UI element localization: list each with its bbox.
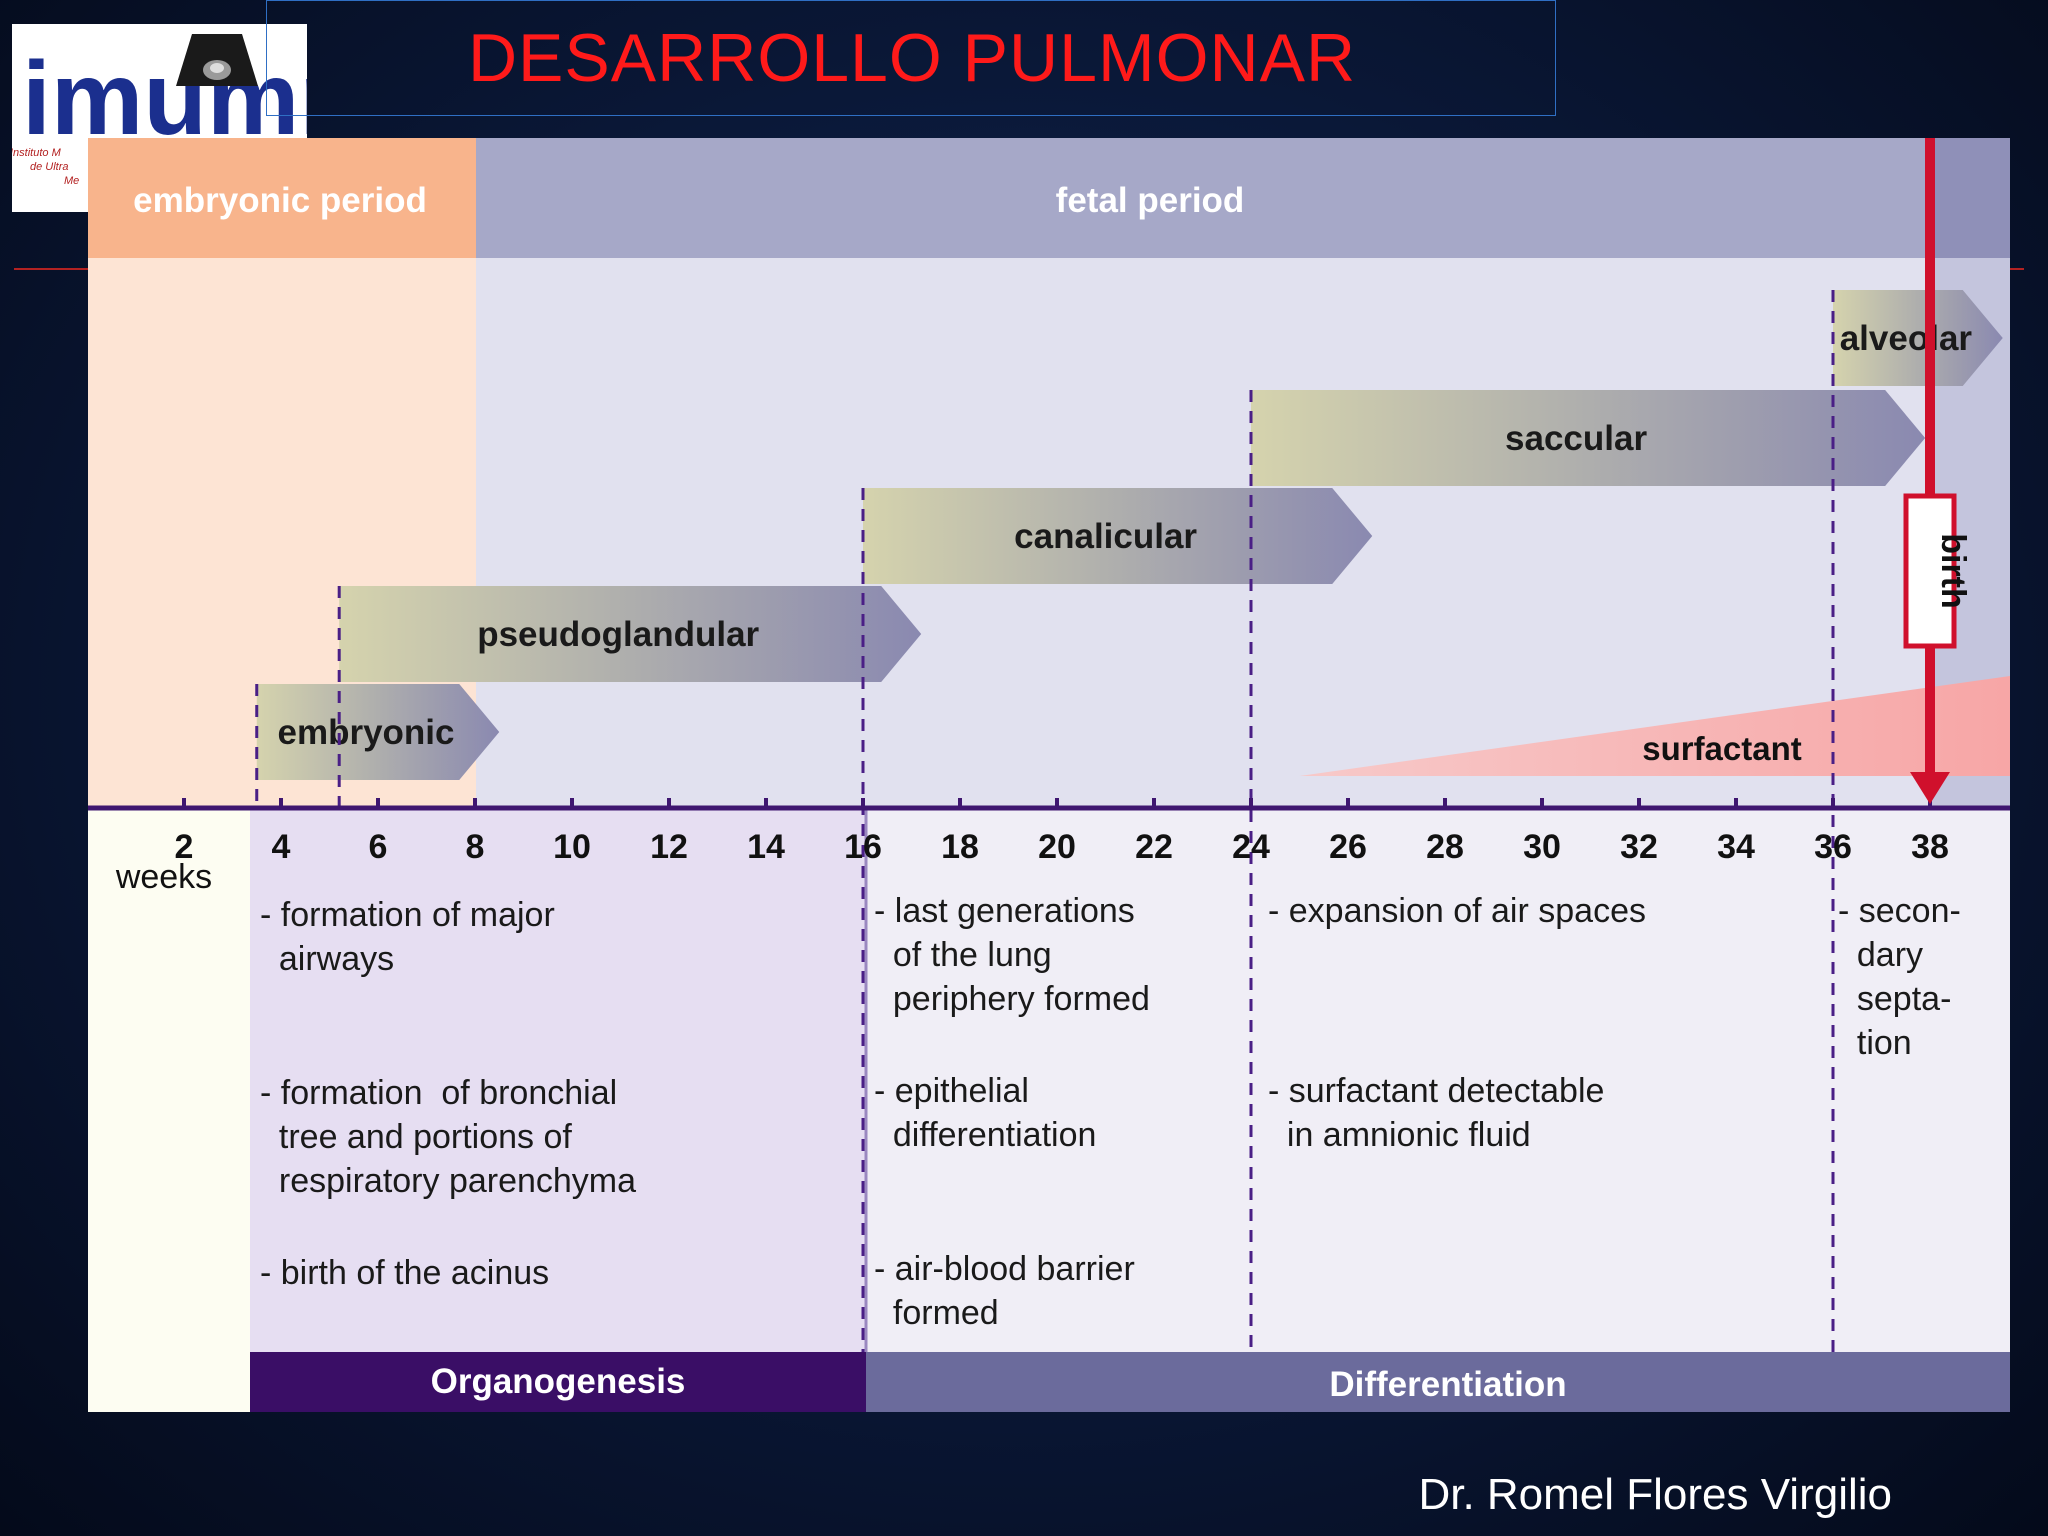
birth-marker: birth	[1903, 138, 1972, 804]
description-line: - surfactant detectable	[1268, 1072, 1604, 1110]
ultrasound-image-icon	[176, 34, 258, 86]
stage-arrows: embryonic pseudoglandular canalicular saccu…	[256, 290, 2003, 780]
stage-arrow-saccular	[1251, 390, 1926, 486]
slide-title: DESARROLLO PULMONAR	[467, 20, 1357, 96]
axis-tick-label: 4	[272, 828, 291, 866]
description-line: airways	[260, 940, 394, 978]
postnatal-band	[1932, 138, 2010, 258]
description-line: periphery formed	[874, 980, 1150, 1018]
axis-tick-label: 26	[1329, 828, 1367, 866]
stage-label-saccular: saccular	[1505, 419, 1647, 458]
fetal-period-band	[476, 138, 1932, 258]
description-line: - air-blood barrier	[874, 1250, 1135, 1288]
description-line: - expansion of air spaces	[1268, 892, 1646, 930]
description-line: - secon-	[1838, 892, 1961, 930]
organogenesis-bar	[250, 1352, 866, 1412]
description-line: tion	[1838, 1024, 1912, 1062]
differentiation-bar	[866, 1352, 2010, 1412]
axis-tick-label: 18	[941, 828, 979, 866]
axis-tick-label: 6	[369, 828, 388, 866]
stage-descriptions: - formation of major airways - formation …	[260, 892, 1961, 1332]
logo-subtitle-1: Instituto M	[12, 147, 62, 159]
axis-tick-label: 34	[1717, 828, 1755, 866]
axis-tick-label: 30	[1523, 828, 1561, 866]
axis-tick-label: 16	[844, 828, 882, 866]
axis-tick-label: 28	[1426, 828, 1464, 866]
description-line: - formation of major	[260, 896, 555, 934]
axis-tick-label: 8	[466, 828, 485, 866]
logo: imumr Instituto M de Ultra Me	[12, 24, 307, 212]
description-line: - birth of the acinus	[260, 1254, 549, 1292]
description-line: of the lung	[874, 936, 1052, 974]
stage-arrow-alveolar	[1833, 290, 2003, 386]
logo-wordmark: imumr	[22, 41, 307, 157]
description-line: in amnionic fluid	[1268, 1116, 1531, 1154]
description-line: - formation of bronchial	[260, 1074, 617, 1112]
description-line: dary	[1838, 936, 1923, 974]
birth-label-box	[1903, 493, 1957, 649]
logo-graphic: imumr Instituto M de Ultra Me	[12, 34, 307, 187]
axis-tick-label: 2	[175, 828, 194, 866]
axis-tick-label: 20	[1038, 828, 1076, 866]
description-line: - last generations	[874, 892, 1135, 930]
stage-label-canalicular: canalicular	[1014, 517, 1197, 556]
description-line: septa-	[1838, 980, 1951, 1018]
embryonic-period-band	[88, 138, 476, 258]
logo-subtitle-3: Me	[64, 175, 79, 187]
organogenesis-label: Organogenesis	[431, 1362, 686, 1401]
axis-tick-label: 24	[1232, 828, 1270, 866]
birth-label: birth	[1934, 533, 1972, 609]
axis-tick-label: 22	[1135, 828, 1173, 866]
embryonic-period-label: embryonic period	[133, 181, 427, 220]
title-frame: DESARROLLO PULMONAR	[266, 0, 1556, 116]
stage-label-embryonic: embryonic	[278, 713, 455, 752]
birth-arrowhead	[1910, 772, 1950, 804]
description-line: formed	[874, 1294, 999, 1332]
stage-label-alveolar: alveolar	[1840, 319, 1973, 358]
stage-dividers	[255, 290, 1835, 1352]
description-line: respiratory parenchyma	[260, 1162, 636, 1200]
axis-tick-label: 32	[1620, 828, 1658, 866]
stage-arrow-embryonic	[256, 684, 500, 780]
description-line: - epithelial	[874, 1072, 1029, 1110]
differentiation-label: Differentiation	[1329, 1365, 1566, 1404]
axis-tick-label: 10	[553, 828, 591, 866]
author-credit: Dr. Romel Flores Virgilio	[1418, 1470, 1892, 1519]
stage-arrow-canalicular	[863, 488, 1373, 584]
description-line: tree and portions of	[260, 1118, 572, 1156]
fetal-period-label: fetal period	[1056, 181, 1245, 220]
stage-label-pseudoglandular: pseudoglandular	[477, 615, 759, 654]
organogenesis-panel	[250, 808, 866, 1352]
axis-tick-label: 14	[747, 828, 785, 866]
description-line: differentiation	[874, 1116, 1096, 1154]
differentiation-panel	[866, 808, 2010, 1352]
stage-arrow-pseudoglandular	[339, 586, 922, 682]
weeks-unit-label: weeks	[115, 858, 212, 896]
weeks-column	[88, 808, 250, 1412]
axis-tick-label: 38	[1911, 828, 1949, 866]
logo-subtitle-2: de Ultra	[30, 161, 69, 173]
surfactant-label: surfactant	[1642, 730, 1802, 767]
axis-tick-label: 36	[1814, 828, 1852, 866]
axis-tick-label: 12	[650, 828, 688, 866]
